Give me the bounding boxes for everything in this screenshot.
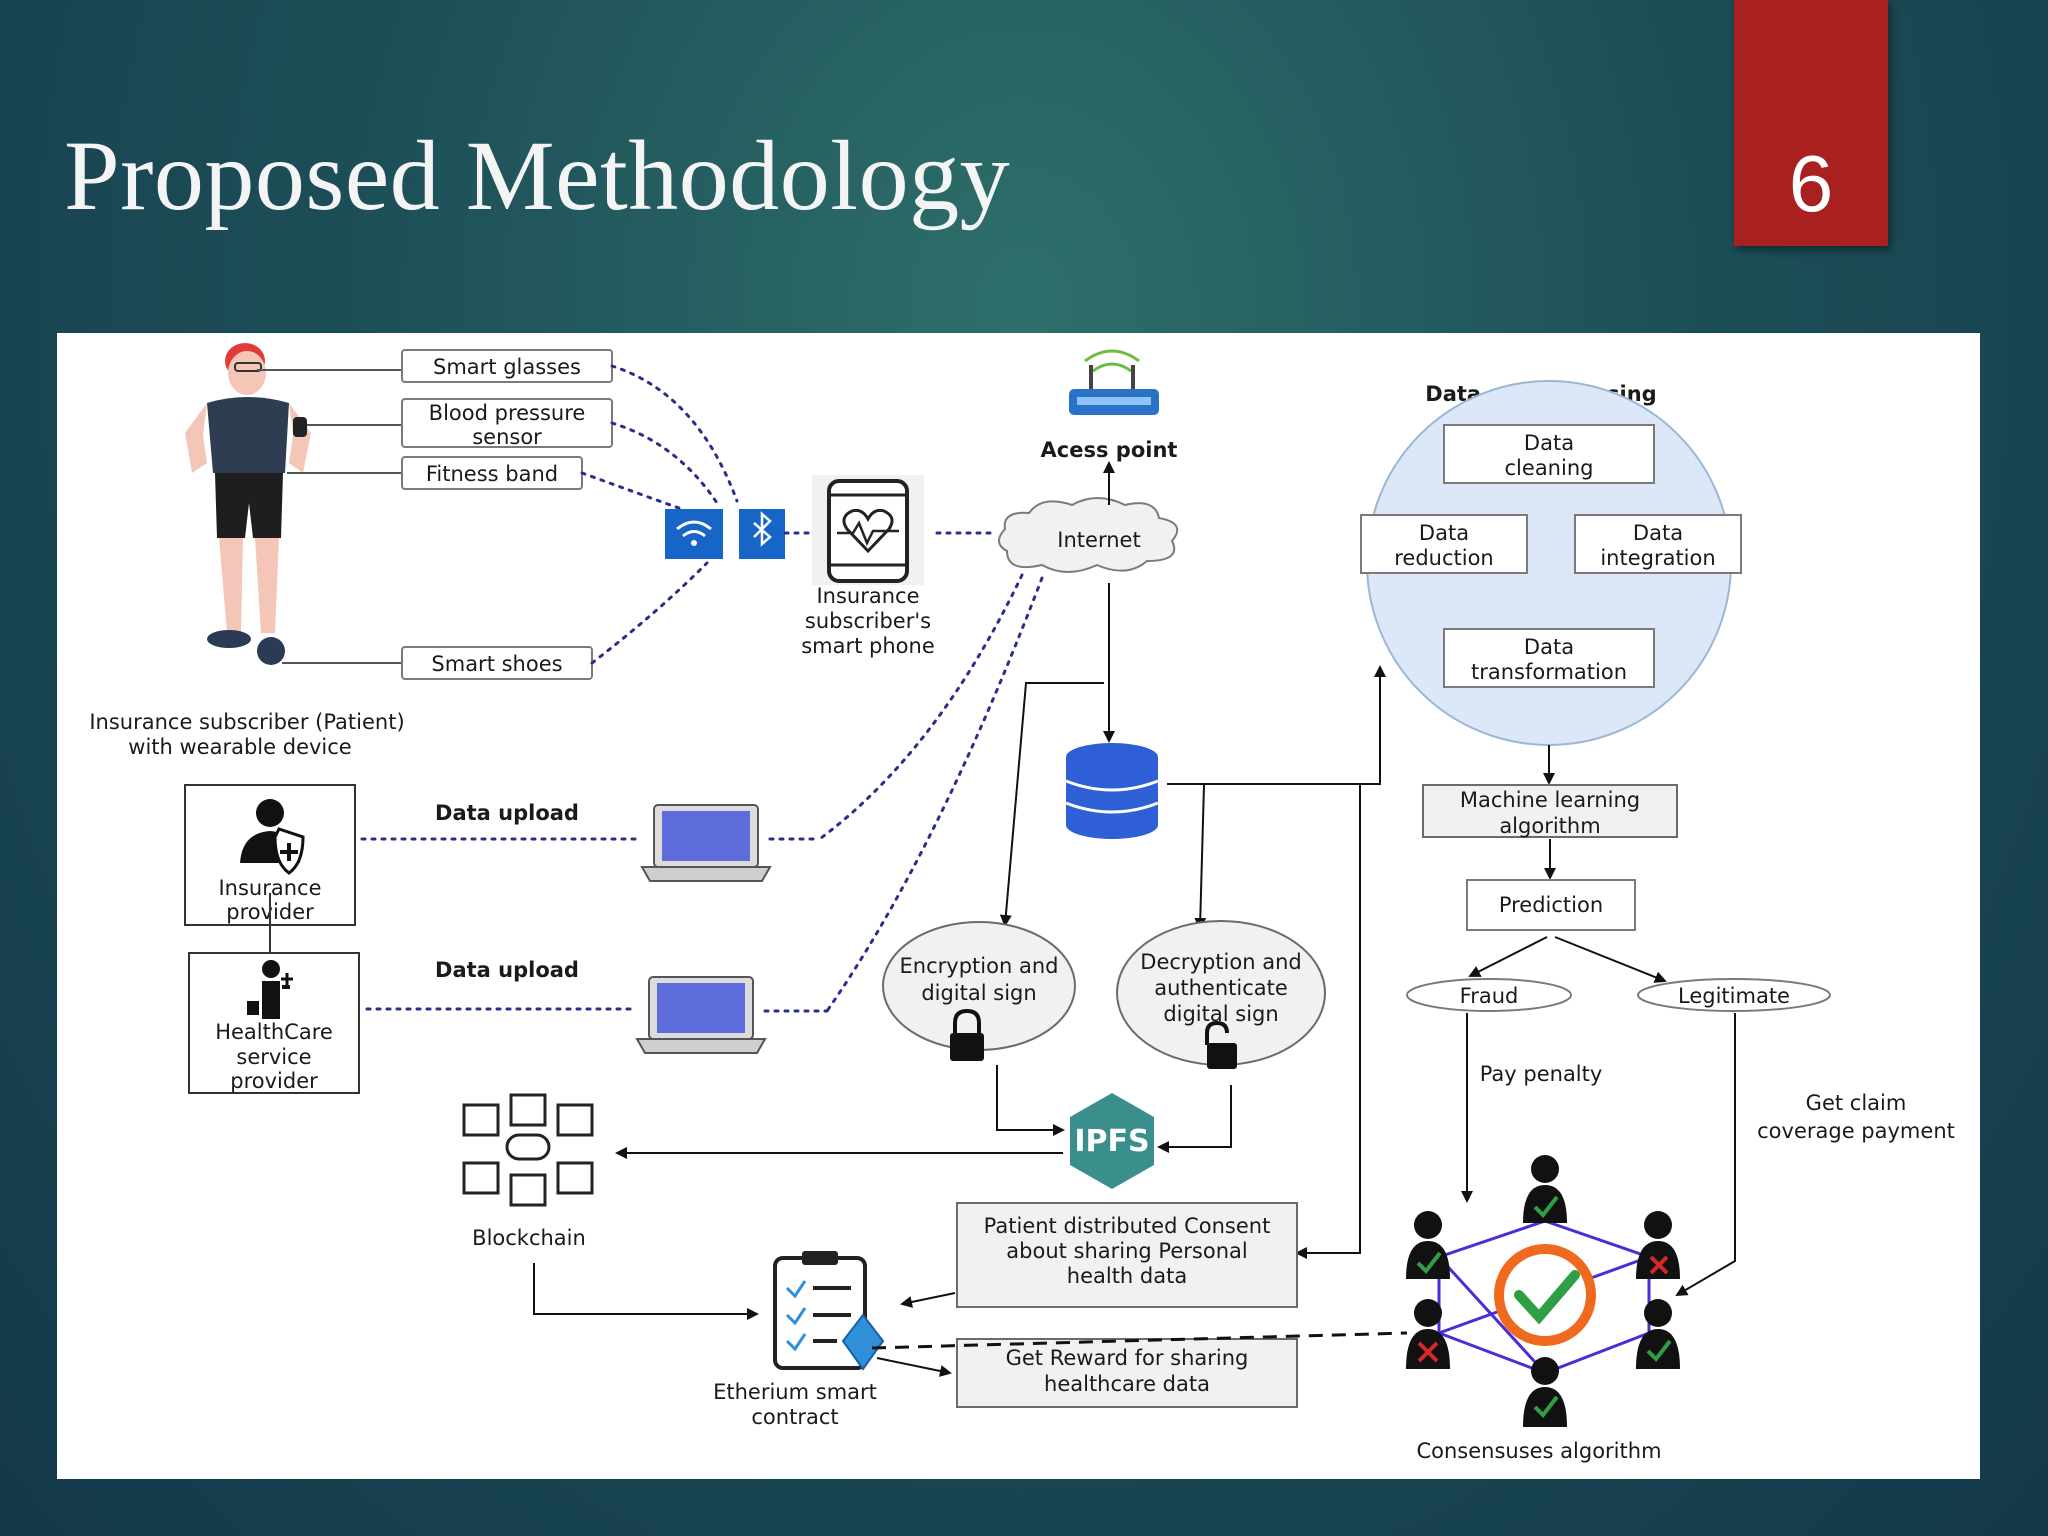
subscriber-caption-line2: with wearable device [128, 735, 351, 759]
encryption-node: Encryption and digital sign [882, 921, 1076, 1051]
device-box-smart-shoes: Smart shoes [282, 646, 593, 680]
consent-line3: health data [1067, 1264, 1187, 1288]
device-label-smart-shoes: Smart shoes [431, 652, 562, 676]
healthcare-provider-line3: provider [230, 1069, 318, 1093]
prediction-label: Prediction [1499, 893, 1603, 917]
prediction-box: Prediction [1466, 879, 1636, 931]
data-reduction-line2: reduction [1394, 546, 1494, 570]
page-number: 6 [1788, 139, 1834, 228]
decryption-line1: Decryption and [1140, 950, 1301, 974]
consensus-node-left-upper [1406, 1211, 1450, 1279]
smart-contract-icon [773, 1251, 885, 1371]
consensus-label: Consensuses algorithm [1416, 1439, 1661, 1463]
data-upload-label-2: Data upload [435, 958, 579, 982]
healthcare-provider-line2: service [236, 1045, 311, 1069]
encryption-line2: digital sign [921, 981, 1036, 1005]
consensus-node-bottom [1523, 1357, 1567, 1427]
laptop-icon-1 [640, 804, 772, 882]
data-integration-line2: integration [1600, 546, 1715, 570]
fraud-label: Fraud [1460, 984, 1519, 1008]
device-box-smart-glasses: Smart glasses [257, 349, 613, 383]
consensus-node-right-lower [1636, 1299, 1680, 1369]
reward-line1: Get Reward for sharing [1006, 1346, 1249, 1370]
device-box-fitness-band: Fitness band [287, 456, 583, 490]
ipfs-label: IPFS [1074, 1124, 1149, 1159]
ml-algorithm-box: Machine learning algorithm [1422, 784, 1678, 838]
lock-open-icon [1205, 1020, 1237, 1069]
laptop-icon-2 [635, 976, 767, 1054]
device-label-smart-glasses: Smart glasses [433, 355, 581, 379]
fraud-node: Fraud [1406, 978, 1572, 1012]
methodology-diagram: Smart glasses Blood pressure sensor Fitn… [89, 343, 1955, 1463]
consensus-node-right-upper [1636, 1211, 1680, 1279]
page-number-badge: 6 [1734, 0, 1888, 246]
get-claim-line2: coverage payment [1757, 1119, 1955, 1143]
data-transformation-line2: transformation [1471, 660, 1627, 684]
data-transformation-box: Data transformation [1443, 628, 1655, 688]
data-reduction-box: Data reduction [1360, 514, 1528, 574]
consent-line2: about sharing Personal [1006, 1239, 1247, 1263]
data-transformation-line1: Data [1524, 635, 1574, 659]
data-cleaning-line1: Data [1524, 431, 1574, 455]
device-label-fitness-band: Fitness band [426, 462, 558, 486]
legitimate-node: Legitimate [1637, 978, 1831, 1012]
ipfs-node: IPFS [1070, 1093, 1154, 1189]
data-reduction-line1: Data [1419, 521, 1469, 545]
decryption-line2: authenticate [1154, 976, 1288, 1000]
internet-cloud-icon [998, 497, 1179, 573]
diagram-panel: Smart glasses Blood pressure sensor Fitn… [57, 333, 1980, 1479]
internet-label: Internet [1057, 528, 1140, 552]
contract-label-line2: contract [751, 1405, 838, 1429]
ml-line1: Machine learning [1460, 788, 1640, 812]
smartphone-icon [812, 475, 924, 585]
lock-closed-icon [950, 1008, 984, 1061]
data-cleaning-box: Data cleaning [1443, 424, 1655, 484]
database-icon [1065, 743, 1159, 839]
access-point-label: Acess point [1041, 438, 1178, 462]
data-integration-line1: Data [1633, 521, 1683, 545]
consent-box: Patient distributed Consent about sharin… [956, 1202, 1298, 1308]
healthcare-provider-node: HealthCare service provider [188, 952, 360, 1094]
contract-label-line1: Etherium smart [713, 1380, 877, 1404]
phone-caption-line2: subscriber's [805, 609, 931, 633]
consensus-node-left-lower [1406, 1299, 1450, 1369]
subscriber-caption-line1: Insurance subscriber (Patient) [89, 710, 404, 734]
pay-penalty-label: Pay penalty [1480, 1062, 1603, 1086]
slide-title: Proposed Methodology [64, 120, 1011, 231]
phone-caption-line1: Insurance [816, 584, 919, 608]
get-claim-line1: Get claim [1806, 1091, 1907, 1115]
healthcare-provider-line1: HealthCare [215, 1020, 333, 1044]
data-integration-box: Data integration [1574, 514, 1742, 574]
decryption-node: Decryption and authenticate digital sign [1116, 920, 1326, 1066]
ml-line2: algorithm [1499, 814, 1600, 838]
patient-figure-icon [185, 343, 311, 665]
reward-line2: healthcare data [1044, 1372, 1210, 1396]
reward-box: Get Reward for sharing healthcare data [956, 1338, 1298, 1408]
data-upload-label-1: Data upload [435, 801, 579, 825]
bluetooth-icon [739, 509, 785, 559]
device-box-blood-pressure: Blood pressure sensor [307, 398, 613, 449]
device-label-blood-pressure-line2: sensor [472, 425, 542, 449]
data-cleaning-line2: cleaning [1505, 456, 1594, 480]
consensus-node-top [1523, 1155, 1567, 1223]
phone-caption-line3: smart phone [801, 634, 935, 658]
consent-line1: Patient distributed Consent [984, 1214, 1271, 1238]
router-icon [1069, 349, 1159, 415]
blockchain-label: Blockchain [472, 1226, 586, 1250]
consensus-network [1406, 1155, 1680, 1427]
blockchain-icon [462, 1093, 594, 1207]
device-label-blood-pressure-line1: Blood pressure [429, 401, 586, 425]
legitimate-label: Legitimate [1678, 984, 1790, 1008]
wifi-icon [665, 509, 723, 559]
encryption-line1: Encryption and [900, 954, 1059, 978]
